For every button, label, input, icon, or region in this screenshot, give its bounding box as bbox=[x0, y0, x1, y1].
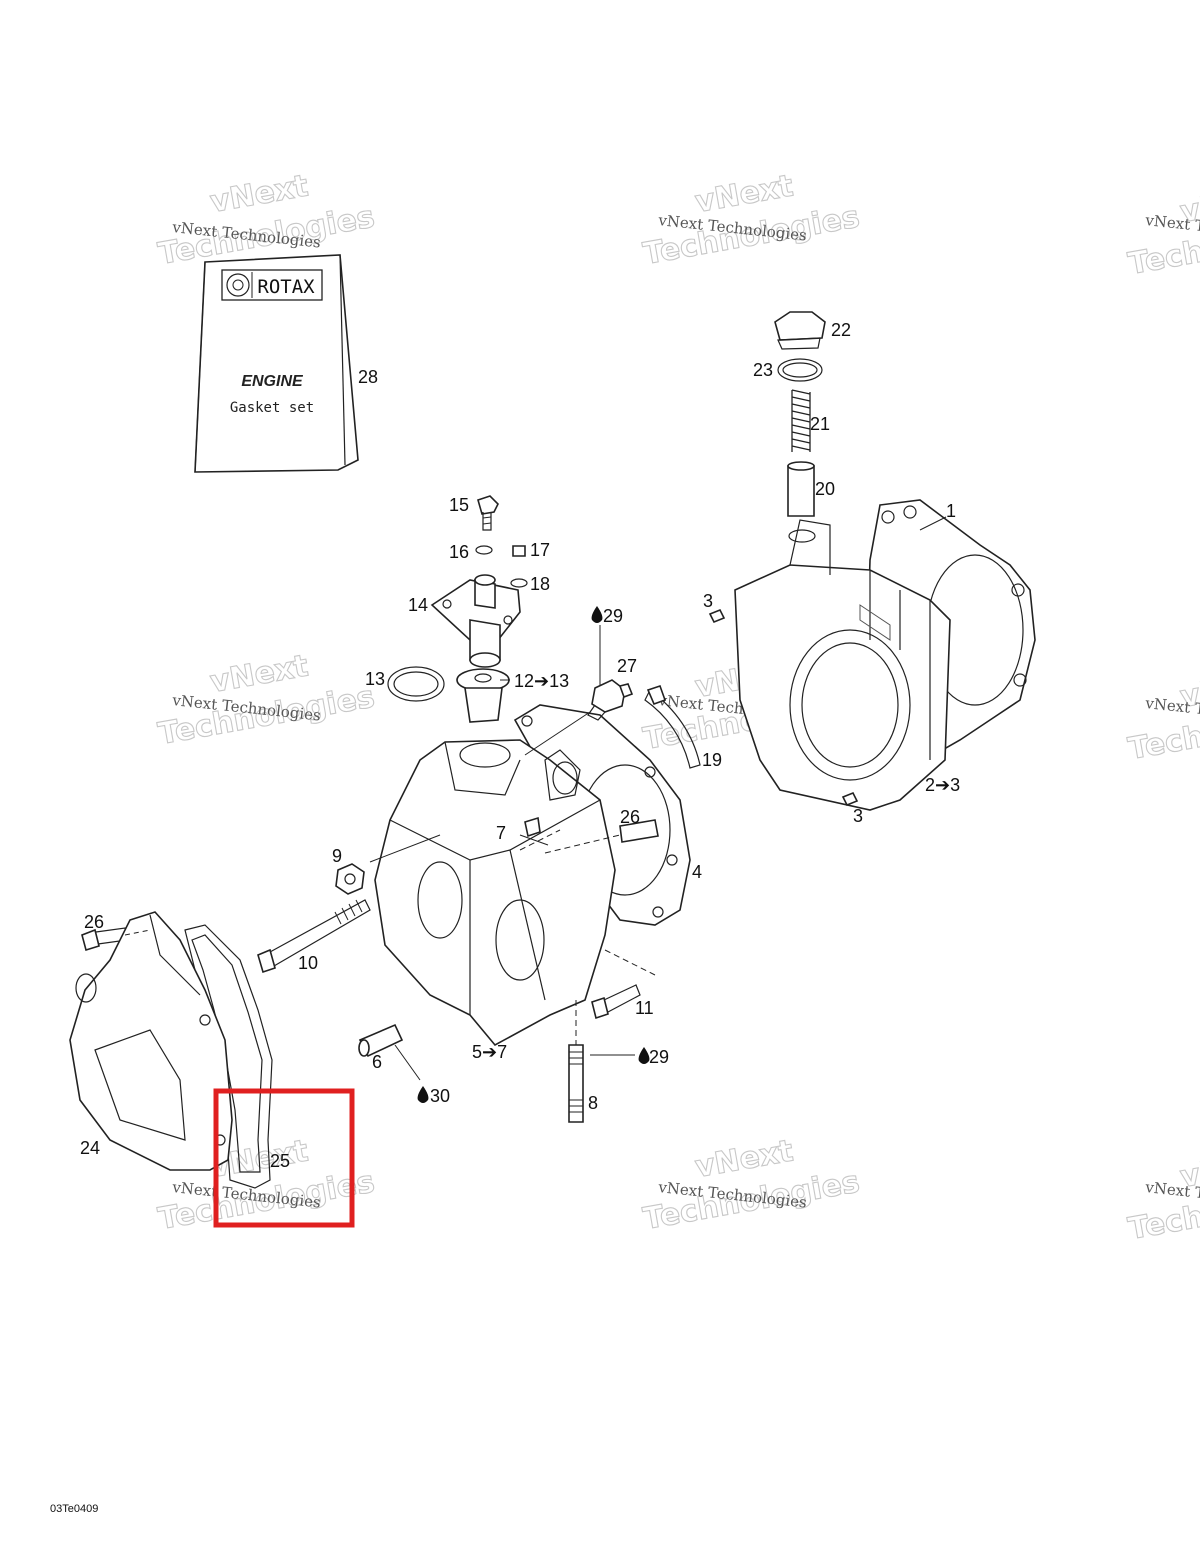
rotax-logo-icon bbox=[226, 273, 250, 297]
valve-cover-group bbox=[69, 911, 273, 1189]
callout-label: 4 bbox=[692, 862, 702, 882]
drop-icon bbox=[591, 606, 603, 623]
callout-label: 24 bbox=[80, 1138, 100, 1158]
callout-label: 23 bbox=[753, 360, 773, 380]
callout-label: 17 bbox=[530, 540, 550, 560]
callout-label: 29 bbox=[603, 606, 623, 626]
callout-label: 1 bbox=[946, 501, 956, 521]
callout-label: 11 bbox=[635, 998, 654, 1018]
callout-label: 15 bbox=[449, 495, 469, 515]
booklet-brand: ROTAX bbox=[257, 276, 315, 298]
highlight-box bbox=[213, 1088, 355, 1228]
callout-label: 29 bbox=[649, 1047, 669, 1067]
callout-label: 5➔7 bbox=[472, 1042, 507, 1062]
callout-label: 18 bbox=[530, 574, 550, 594]
callout-label: 26 bbox=[84, 912, 104, 932]
callout-label: 13 bbox=[365, 669, 385, 689]
cylinder-assembly bbox=[708, 311, 1036, 811]
rotax-logo-icon bbox=[232, 279, 244, 291]
gasket-set-booklet: ROTAX ENGINE Gasket set bbox=[194, 254, 359, 473]
drop-icon bbox=[638, 1047, 650, 1064]
callout-label: 14 bbox=[408, 595, 428, 615]
callout-label: 19 bbox=[702, 750, 722, 770]
drop-icons bbox=[417, 606, 650, 1103]
figure-code: 03Te0409 bbox=[50, 1503, 98, 1515]
callout-label: 22 bbox=[831, 320, 851, 340]
callout-label: 3 bbox=[853, 806, 863, 826]
callout-label: 3 bbox=[703, 591, 713, 611]
drop-icon bbox=[417, 1086, 429, 1103]
thermostat-group bbox=[387, 495, 528, 723]
leader-lines bbox=[124, 516, 947, 1081]
callout-label: 7 bbox=[496, 823, 506, 843]
callout-label: 28 bbox=[358, 367, 378, 387]
callout-label: 12➔13 bbox=[514, 671, 569, 691]
callout-label: 21 bbox=[810, 414, 830, 434]
callout-labels: 1 2➔3 3 3 4 5➔7 6 7 8 9 10 11 12➔13 13 1… bbox=[80, 320, 960, 1171]
cylinder-head bbox=[257, 679, 701, 1123]
callout-label: 20 bbox=[815, 479, 835, 499]
callout-label: 2➔3 bbox=[925, 775, 960, 795]
callout-label: 6 bbox=[372, 1052, 382, 1072]
callout-label: 16 bbox=[449, 542, 469, 562]
booklet-title: ENGINE bbox=[241, 373, 304, 390]
callout-label: 9 bbox=[332, 846, 342, 866]
callout-label: 10 bbox=[298, 953, 318, 973]
callout-label: 8 bbox=[588, 1093, 598, 1113]
callout-label: 25 bbox=[270, 1151, 290, 1171]
callout-label: 30 bbox=[430, 1086, 450, 1106]
callout-label: 26 bbox=[620, 807, 640, 827]
callout-label: 27 bbox=[617, 656, 637, 676]
booklet-subtitle: Gasket set bbox=[230, 400, 314, 416]
